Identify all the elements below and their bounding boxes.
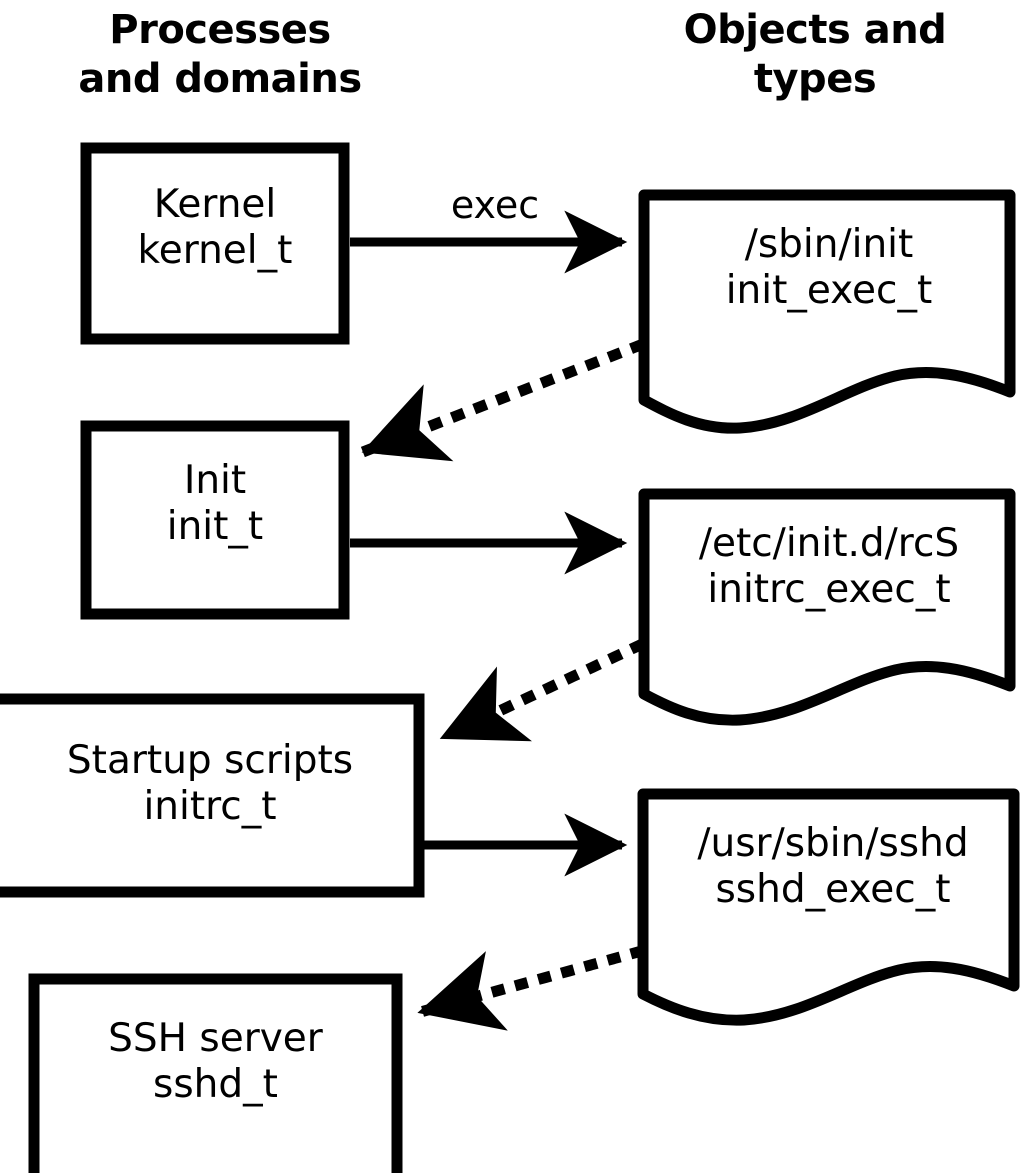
- object-doc-init-exec[interactable]: [638, 189, 1016, 434]
- edge-initrc-exec-to-initrc: [438, 638, 646, 744]
- edge-init-exec-to-init: [360, 338, 646, 462]
- object-doc-sshd-exec[interactable]: [637, 788, 1020, 1026]
- process-box-init[interactable]: [80, 420, 350, 620]
- process-box-kernel[interactable]: [80, 142, 350, 345]
- process-box-sshd[interactable]: [28, 973, 403, 1173]
- column-header-objects: Objects and types: [683, 7, 947, 102]
- edge-label-exec: exec: [450, 183, 540, 227]
- edge-sshd-exec-to-sshd: [417, 945, 645, 1031]
- process-box-initrc[interactable]: [0, 693, 425, 898]
- object-doc-initrc-exec[interactable]: [638, 488, 1016, 726]
- column-header-processes: Processes and domains: [78, 7, 362, 102]
